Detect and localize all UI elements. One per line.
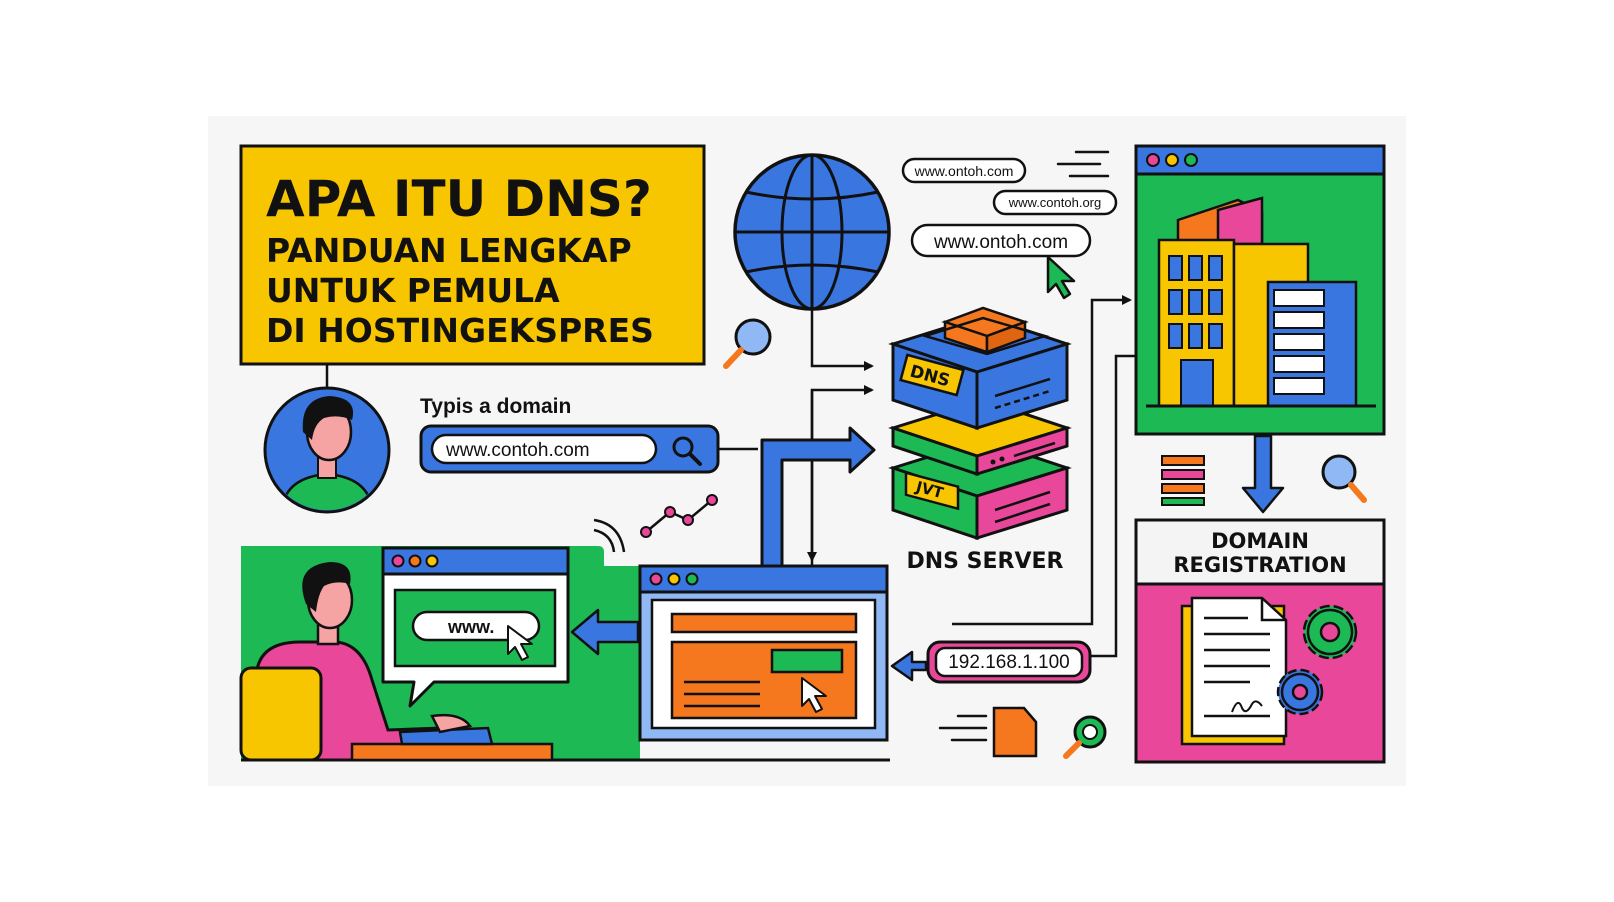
ip-address-text: 192.168.1.100 — [948, 652, 1070, 673]
building-to-registration-arrow — [1241, 434, 1285, 514]
domain-registration-panel: DOMAIN REGISTRATION — [1134, 518, 1386, 764]
ip-to-browser-arrow — [890, 650, 928, 682]
list-icon — [1161, 455, 1205, 506]
search-input[interactable] — [430, 433, 658, 465]
wifi-icon — [593, 518, 626, 553]
building-icon — [1146, 196, 1376, 408]
domain-bubble-3: www.ontoh.com — [910, 223, 1092, 258]
svg-text:www.ontoh.com: www.ontoh.com — [933, 232, 1068, 253]
ip-to-building-arrow — [952, 295, 1132, 626]
server-stack-icon: JVT DNS — [888, 306, 1072, 541]
request-arrow — [760, 426, 876, 570]
subtitle-line-2: UNTUK PEMULA — [266, 271, 560, 310]
speed-lines-icon — [1056, 150, 1110, 178]
subtitle-line-3: DI HOSTINGEKSPRES — [266, 311, 654, 350]
domain-bubble-2: www.contoh.org — [992, 189, 1118, 216]
search-label: Typis a domain — [420, 395, 571, 418]
trend-line-icon — [645, 499, 713, 533]
speed-lines-bottom — [938, 714, 988, 742]
cursor-icon-browser — [801, 677, 827, 713]
registration-line-1: DOMAIN — [1211, 529, 1309, 553]
gear-icon-small — [1276, 668, 1324, 716]
magnifier-icon-right — [1321, 454, 1367, 503]
response-arrow — [570, 608, 640, 656]
title-card: APA ITU DNS? PANDUAN LENGKAP UNTUK PEMUL… — [239, 144, 706, 366]
center-browser-window — [638, 564, 889, 742]
file-icon — [992, 706, 1038, 758]
registration-line-2: REGISTRATION — [1173, 553, 1346, 577]
user-bubble-text: www. — [447, 617, 494, 637]
user-browser-window: www. — [381, 546, 570, 708]
search-icon[interactable] — [672, 436, 702, 466]
building-panel — [1134, 144, 1386, 436]
cursor-icon — [1046, 255, 1076, 300]
domain-bubble-1: www.ontoh.com — [901, 157, 1027, 184]
magnifier-icon — [723, 318, 772, 369]
globe-to-dns-arrow — [810, 309, 874, 371]
cursor-icon-bubble — [507, 625, 533, 661]
search-input-value: www.contoh.com — [445, 440, 590, 461]
trend-points — [640, 494, 718, 538]
svg-text:www.ontoh.com: www.ontoh.com — [914, 163, 1014, 179]
gear-icon — [1302, 604, 1358, 660]
avatar — [263, 386, 391, 514]
subtitle-line-1: PANDUAN LENGKAP — [266, 231, 632, 270]
svg-text:www.contoh.org: www.contoh.org — [1008, 195, 1102, 210]
dns-server-label: DNS SERVER — [907, 549, 1064, 574]
magnifier-icon-bottom — [1063, 715, 1107, 759]
document-icon — [1180, 596, 1288, 746]
search-bar[interactable]: www.contoh.com — [419, 424, 720, 474]
ip-connector-line — [1090, 354, 1136, 658]
title-text: APA ITU DNS? — [266, 170, 652, 228]
ip-address-pill: 192.168.1.100 — [926, 640, 1092, 684]
globe-icon — [733, 153, 891, 311]
